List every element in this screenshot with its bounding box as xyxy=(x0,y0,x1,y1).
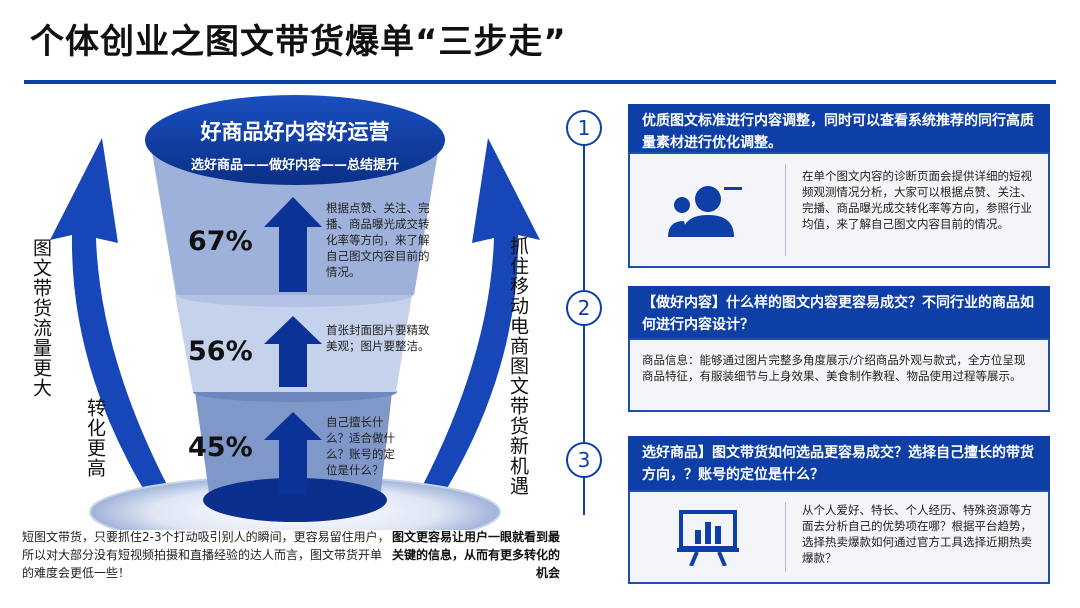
band-text-1: 根据点赞、关注、完播、商品曝光成交转化率等方向，来了解自己图文内容目前的情况。 xyxy=(326,201,430,279)
step-divider-3 xyxy=(785,502,786,572)
band-arrow-3 xyxy=(264,412,322,494)
step-body-text-1: 在单个图文内容的诊断页面会提供详细的短视频观测情况分析，大家可以根据点赞、关注、… xyxy=(802,169,1032,231)
right-arrow-label: 抓住移动电商图文带货新机遇 xyxy=(507,236,529,496)
band-percent-3: 45% xyxy=(188,432,253,463)
left-growth-arrow xyxy=(50,138,175,500)
band-percent-2: 56% xyxy=(188,336,253,367)
funnel-subtitle: 选好商品——做好内容——总结提升 xyxy=(190,158,399,173)
funnel-title: 好商品好内容好运营 xyxy=(200,120,390,144)
step-heading-2: 【做好内容】什么样的图文内容更容易成交？不同行业的商品如何进行内容设计？ xyxy=(628,286,1050,342)
presentation-chart-icon xyxy=(630,492,785,582)
step-divider-1 xyxy=(785,164,786,256)
step-number-1: 1 xyxy=(566,110,602,146)
step-body-text-2: 商品信息：能够通过图片完整多角度展示/介绍商品外观与款式，全方位呈现商品特征，有… xyxy=(642,353,1026,383)
band-arrow-2 xyxy=(264,316,322,387)
step-number-3: 3 xyxy=(566,442,602,478)
page-title: 个体创业之图文带货爆单“三步走” xyxy=(30,22,567,62)
left-arrow-label-2: 转化更高 xyxy=(84,398,106,478)
funnel-bottom xyxy=(203,478,387,522)
step-body-text-3: 从个人爱好、特长、个人经历、特殊资源等方面去分析自己的优势项在哪？根据平台趋势，… xyxy=(802,503,1032,565)
step-heading-3: 选好商品】图文带货如何选品更容易成交？选择自己擅长的带货方向，？账号的定位是什么… xyxy=(628,436,1050,492)
users-icon xyxy=(630,154,785,266)
bottom-right-note: 图文更容易让用户一眼就看到最关键的信息，从而有更多转化的机会 xyxy=(391,530,560,580)
band-arrow-1 xyxy=(264,197,322,292)
bottom-left-note: 短图文带货，只要抓住2-3个打动吸引别人的瞬间，更容易留住用户，所以对大部分没有… xyxy=(22,530,390,580)
title-underline xyxy=(24,80,1056,84)
step-body-3: 从个人爱好、特长、个人经历、特殊资源等方面去分析自己的优势项在哪？根据平台趋势，… xyxy=(628,490,1050,584)
step-heading-1: 优质图文标准进行内容调整，同时可以查看系统推荐的同行高质量素材进行优化调整。 xyxy=(628,104,1050,160)
funnel-graphic xyxy=(50,95,540,530)
step-body-2: 商品信息：能够通过图片完整多角度展示/介绍商品外观与款式，全方位呈现商品特征，有… xyxy=(628,338,1050,412)
right-growth-arrow xyxy=(415,138,540,500)
band-text-2: 首张封面图片要精致美观；图片要整洁。 xyxy=(326,323,430,353)
funnel-top xyxy=(145,95,445,185)
left-arrow-label-1: 图文带货流量更大 xyxy=(30,238,52,398)
band-text-3: 自己擅长什么？适合做什么？账号的定位是什么？ xyxy=(326,415,395,477)
band-percent-1: 67% xyxy=(188,226,253,257)
step-body-1: 在单个图文内容的诊断页面会提供详细的短视频观测情况分析，大家可以根据点赞、关注、… xyxy=(628,152,1050,268)
step-number-2: 2 xyxy=(566,290,602,326)
